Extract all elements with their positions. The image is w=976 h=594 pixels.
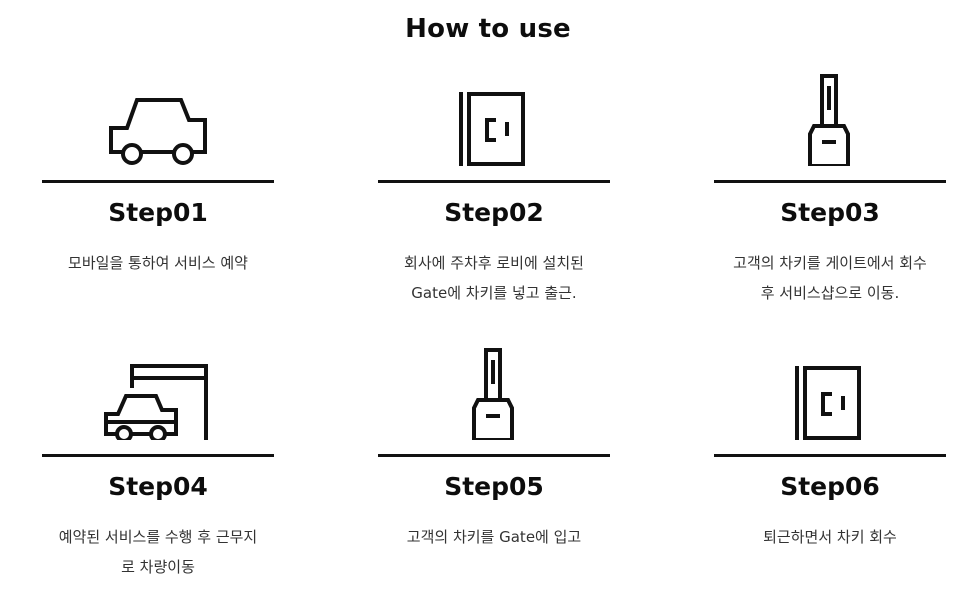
- step-title: Step01: [108, 198, 208, 227]
- step-description-line: 고객의 차키를 Gate에 입고: [406, 528, 582, 546]
- key-gate-icon: [378, 344, 610, 440]
- page-title: How to use: [405, 14, 571, 44]
- step-description: 퇴근하면서 차키 회수: [694, 522, 966, 552]
- step-divider: [378, 454, 610, 457]
- step-description: 예약된 서비스를 수행 후 근무지 로 차량이동: [22, 522, 294, 582]
- car-icon: [42, 70, 274, 166]
- step-description-line: Gate에 차키를 넣고 출근.: [411, 284, 577, 302]
- step-description-line: 회사에 주차후 로비에 설치된: [404, 254, 584, 272]
- step-title: Step05: [444, 472, 544, 501]
- step-title: Step06: [780, 472, 880, 501]
- step-description: 고객의 차키를 Gate에 입고: [358, 522, 630, 552]
- car-garage-icon: [42, 344, 274, 440]
- step-divider: [42, 180, 274, 183]
- parking-box-icon: [714, 344, 946, 440]
- step-description-line: 예약된 서비스를 수행 후 근무지: [58, 528, 258, 546]
- step-description-line: 로 차량이동: [121, 558, 195, 576]
- step-divider: [42, 454, 274, 457]
- step-title: Step04: [108, 472, 208, 501]
- step-divider: [378, 180, 610, 183]
- step-title: Step03: [780, 198, 880, 227]
- step-description-line: 모바일을 통하여 서비스 예약: [68, 254, 248, 272]
- key-gate-icon: [714, 70, 946, 166]
- step-divider: [714, 180, 946, 183]
- step-description-line: 후 서비스샵으로 이동.: [760, 284, 900, 302]
- parking-box-icon: [378, 70, 610, 166]
- step-description-line: 고객의 차키를 게이트에서 회수: [733, 254, 927, 272]
- step-title: Step02: [444, 198, 544, 227]
- step-description: 회사에 주차후 로비에 설치된 Gate에 차키를 넣고 출근.: [358, 248, 630, 308]
- step-description-line: 퇴근하면서 차키 회수: [763, 528, 897, 546]
- step-description: 모바일을 통하여 서비스 예약: [22, 248, 294, 278]
- step-description: 고객의 차키를 게이트에서 회수 후 서비스샵으로 이동.: [694, 248, 966, 308]
- step-divider: [714, 454, 946, 457]
